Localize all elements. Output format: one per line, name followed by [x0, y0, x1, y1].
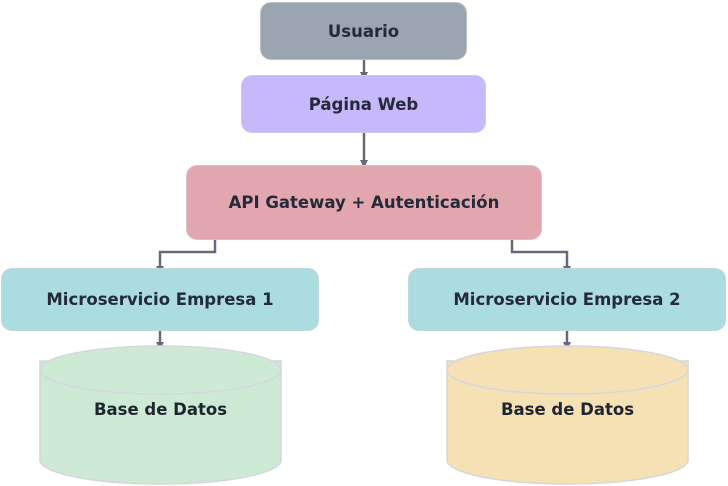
node-api-gateway-label: API Gateway + Autenticación [228, 193, 500, 212]
node-microservicio-2[interactable]: Microservicio Empresa 2 [408, 268, 726, 331]
database-cylinder-2 [446, 345, 689, 485]
node-microservicio-2-label: Microservicio Empresa 2 [453, 290, 681, 309]
node-api-gateway[interactable]: API Gateway + Autenticación [186, 165, 542, 240]
database-cylinder-1 [39, 345, 282, 485]
node-pagina-web[interactable]: Página Web [241, 75, 486, 133]
node-usuario-label: Usuario [327, 21, 400, 41]
node-usuario[interactable]: Usuario [260, 2, 467, 60]
edge-api-gateway-microservicio-2 [510, 233, 571, 274]
cylinder-top [446, 345, 689, 395]
db-1-label: Base de Datos [93, 400, 228, 419]
node-microservicio-1-label: Microservicio Empresa 1 [46, 290, 274, 309]
edge-api-gateway-microservicio-1 [156, 233, 217, 274]
db-2-label: Base de Datos [500, 400, 635, 419]
node-microservicio-1[interactable]: Microservicio Empresa 1 [1, 268, 319, 331]
node-pagina-web-label: Página Web [308, 94, 419, 114]
cylinder-top [39, 345, 282, 395]
